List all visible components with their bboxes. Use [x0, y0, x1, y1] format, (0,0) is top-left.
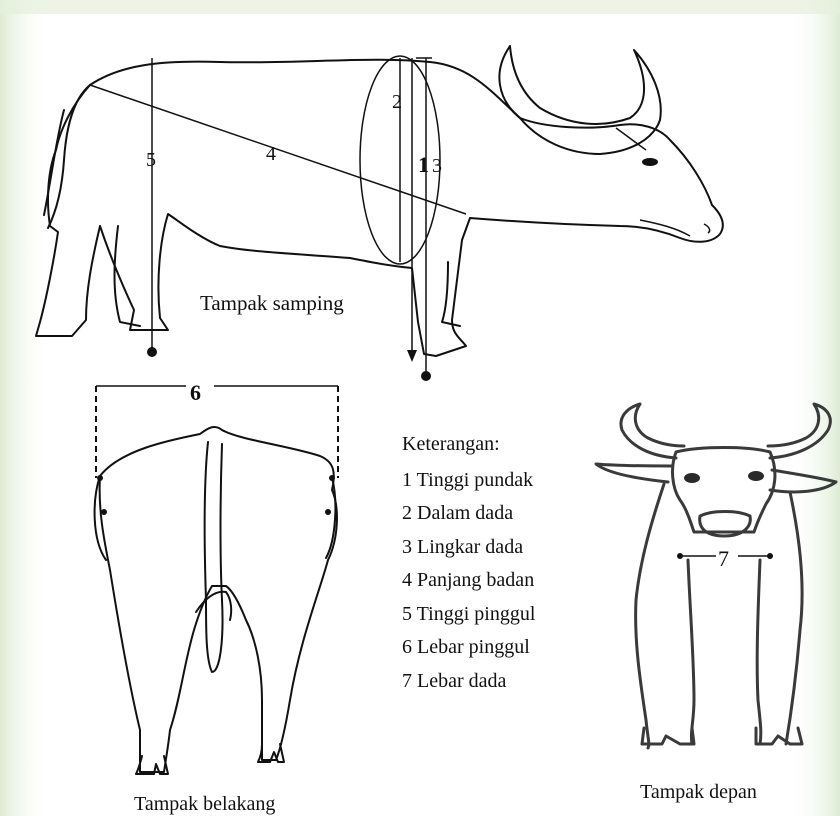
measure-number-4: 4 — [266, 143, 276, 165]
front-view-right-eye — [748, 471, 764, 481]
legend-item: 5 Tinggi pinggul — [402, 603, 536, 625]
legend-item: 4 Panjang badan — [402, 569, 534, 591]
legend-item: 7 Lebar dada — [402, 670, 507, 692]
rear-view-left-hip-point — [97, 475, 103, 481]
measure-girth-ref-end-dot — [421, 371, 431, 381]
top-tint-band — [0, 0, 840, 14]
legend-item: 2 Dalam dada — [402, 502, 513, 524]
side-view-eye — [642, 158, 658, 166]
measure-number-5: 5 — [146, 149, 156, 171]
front-view-caption: Tampak depan — [640, 781, 757, 803]
measure-number-7: 7 — [718, 546, 729, 571]
legend-item: 3 Lingkar dada — [402, 536, 523, 558]
measure-chest-width-left-dot — [677, 553, 683, 559]
legend-item: 6 Lebar pinggul — [402, 636, 530, 658]
measure-hip-height-end-dot — [147, 347, 157, 357]
side-view-caption: Tampak samping — [200, 291, 344, 315]
measure-number-2: 2 — [392, 91, 402, 113]
rear-view-left-pin — [101, 509, 107, 515]
rear-view-right-pin — [325, 509, 331, 515]
front-view-left-eye — [684, 473, 700, 483]
legend-title: Keterangan: — [402, 433, 500, 455]
legend-item: 1 Tinggi pundak — [402, 469, 533, 491]
rear-view-caption: Tampak belakang — [134, 793, 275, 815]
measure-chest-width-right-dot — [767, 553, 773, 559]
measure-number-6: 6 — [190, 380, 201, 405]
rear-view-right-hip-point — [329, 475, 335, 481]
measure-number-1: 1 — [418, 152, 429, 177]
measure-number-3: 3 — [432, 155, 442, 177]
